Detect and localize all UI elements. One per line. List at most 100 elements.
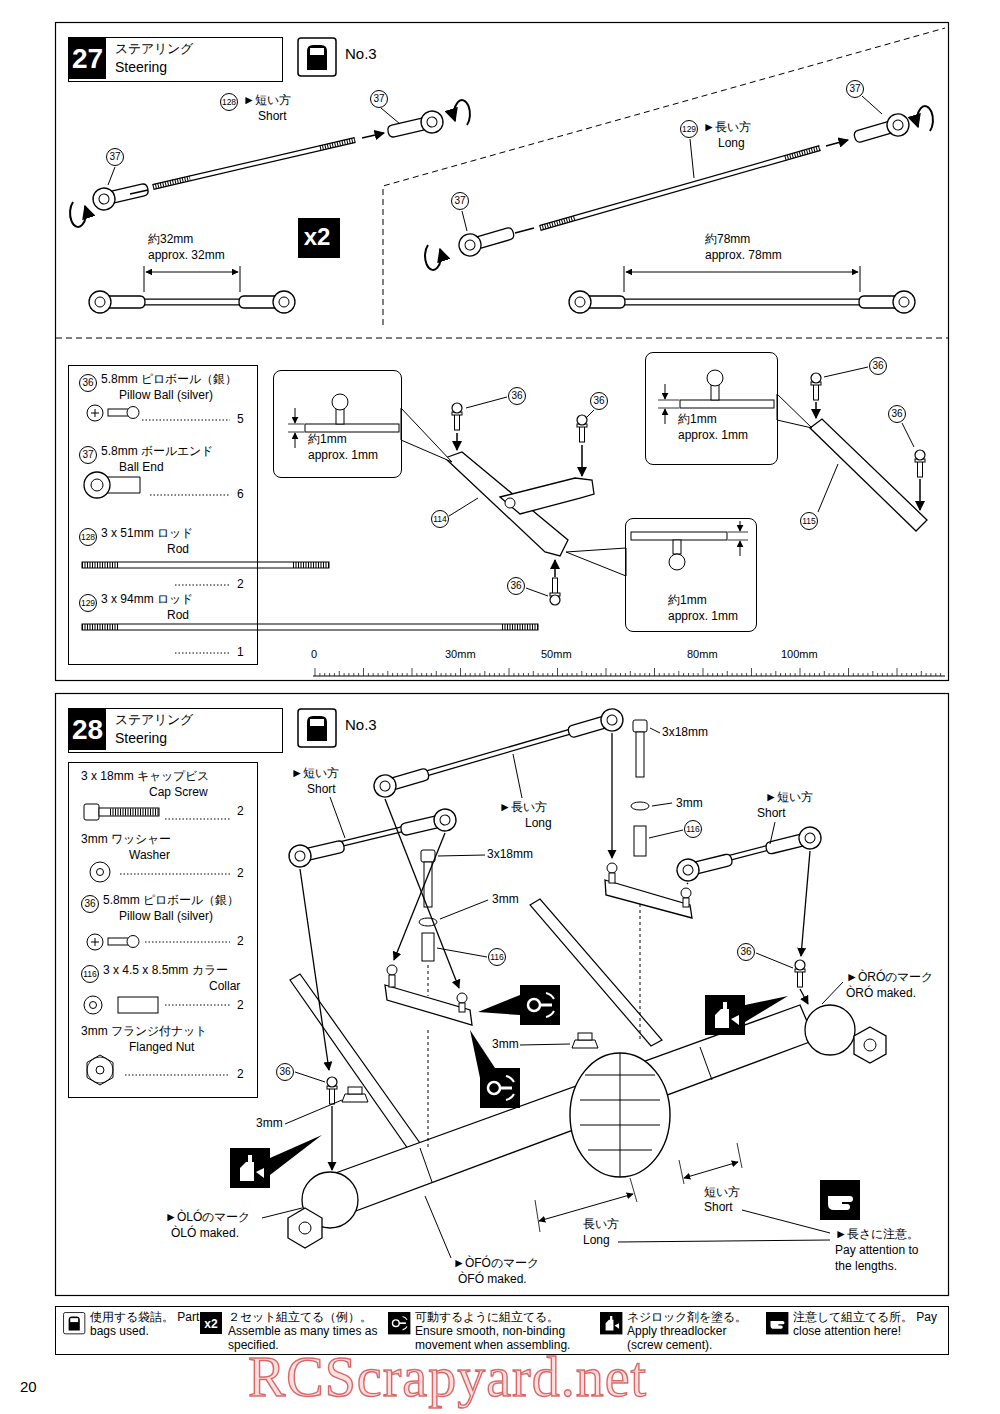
legend-text: ネジロック剤を塗る。 Apply threadlocker (screw cem… [627,1311,757,1352]
dimension: 約32mm [148,233,193,247]
node-text: 約1mm [668,594,707,608]
length-note: ►長い方 [703,121,751,135]
length-note: Short [704,1201,733,1215]
ruler-mark: 30mm [445,648,476,661]
length-note: Short [258,110,287,124]
callout-number: 36 [737,943,755,961]
node-text: 3mm フランジ付ナット [81,1025,207,1039]
mark-note: ÒLÓ maked. [171,1227,239,1241]
node-text: 2 [237,867,244,881]
page-number: 20 [20,1378,37,1395]
attention-note: the lengths. [835,1260,897,1274]
mark-note: ÒRÓ maked. [846,987,916,1001]
callout-number: 114 [431,510,449,528]
dimension: 約78mm [705,233,750,247]
length-note: Short [307,783,336,797]
ruler-mark: 100mm [781,648,818,661]
parts-list: 3 x 18mm キャップビスCap Screw23mm ワッシャーWasher… [68,762,258,1098]
node-text: ステアリング [115,42,193,57]
callout-number: 128 [220,93,238,111]
callout-number: 37 [370,90,388,108]
part-size: 3x18mm [487,848,533,862]
length-note: ►短い方 [291,767,339,781]
node-text: 3mm ワッシャー [81,833,171,847]
node-text: Rod [167,543,189,557]
node-text: 2 [237,578,244,592]
node-text: approx. 1mm [668,610,738,624]
node-text: 5.8mm ピロボール（銀） [103,894,239,908]
callout-number: 36 [276,1063,294,1081]
node-text: 5.8mm ボールエンド [101,445,213,459]
callout-number: 36 [888,405,906,423]
node-text: approx. 1mm [308,449,378,463]
node-text: 2 [237,1068,244,1082]
ruler-mark: 80mm [687,648,718,661]
callout-number: 36 [507,577,525,595]
detail-inset: 約1mm approx. 1mm [273,370,402,478]
node-text: approx. 1mm [678,429,748,443]
node-text: Washer [129,849,170,863]
length-note: Short [757,807,786,821]
detail-inset: 約1mm approx. 1mm [645,352,778,465]
step-header: 28ステアリングSteering [68,708,283,753]
legend-text: 注意して組立てる所。 Pay close attention here! [793,1311,943,1339]
part-size: 3mm [256,1117,283,1131]
node-text: Steering [115,59,167,75]
node-text: Pillow Ball (silver) [119,910,213,924]
node-text: Ball End [119,461,164,475]
node-text: 約1mm [308,433,347,447]
mark-note: ►ÒRÓのマーク [846,971,933,985]
node-text: 5.8mm ピロボール（銀） [101,373,237,387]
ruler-mark: 50mm [541,648,572,661]
attention-note: ►長さに注意。 [835,1228,919,1242]
node-text: 36 [79,374,97,392]
callout-number: 36 [869,357,887,375]
length-note: 短い方 [704,1186,740,1200]
legend-text: 可動するように組立てる。 Ensure smooth, non-binding … [415,1311,600,1352]
part-size: 3mm [492,1038,519,1052]
callout-number: 36 [590,392,608,410]
length-note: 長い方 [583,1218,619,1232]
length-note: Long [583,1234,610,1248]
step-number: 28 [69,709,106,750]
mark-note: ÒFÓ maked. [458,1273,527,1287]
callout-number: 37 [846,80,864,98]
node-text: 37 [79,446,97,464]
bag-number: No.3 [345,45,377,62]
step-header: 27 ステアリング Steering [68,37,283,82]
watermark: RCScrapyard.net [248,1345,647,1409]
callout-number: 129 [680,120,698,138]
parts-list: 36 5.8mm ピロボール（銀） Pillow Ball (silver) 5 37 5… [68,365,258,665]
dimension: approx. 78mm [705,249,782,263]
node-text: 5 [237,413,244,427]
callout-number: 116 [684,820,702,838]
part-size: 3mm [492,893,519,907]
length-note: ►短い方 [765,791,813,805]
length-note: Long [718,137,745,151]
icon-text: x2 [200,1315,222,1333]
node-text: 116 [81,965,99,983]
length-note: Long [525,817,552,831]
mark-note: ►ÒFÓのマーク [453,1257,539,1271]
detail-inset: 約1mm approx. 1mm [625,518,757,632]
step-number: 27 [69,38,106,79]
callout-number: 116 [488,948,506,966]
node-text: 3 x 51mm ロッド [101,527,193,541]
legend-text: 使用する袋詰。 Part bags used. [90,1311,200,1339]
node-text: Rod [167,609,189,623]
dimension: approx. 32mm [148,249,225,263]
node-text: 6 [237,488,244,502]
node-text: Flanged Nut [129,1041,194,1055]
node-text: Pillow Ball (silver) [119,389,213,403]
callout-number: 36 [508,387,526,405]
node-text: x2 [298,223,336,251]
mark-note: ►ÒLÓのマーク [165,1211,250,1225]
legend-text: ２セット組立てる（例）。 Assemble as many times as s… [228,1311,378,1352]
part-size: 3mm [676,797,703,811]
node-text: 36 [81,895,99,913]
node-text: 約1mm [678,413,717,427]
length-note: ►長い方 [499,801,547,815]
node-text: 2 [237,999,244,1013]
